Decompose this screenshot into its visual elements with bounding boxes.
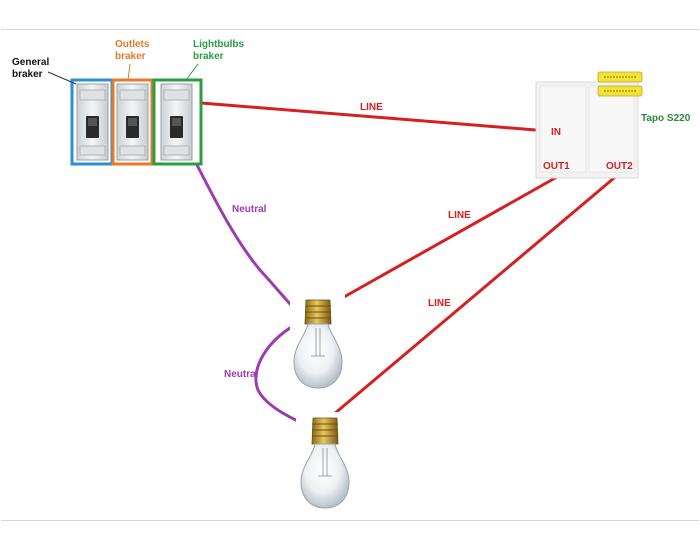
line-wire-main bbox=[200, 101, 549, 133]
outlets-breaker-pointer bbox=[127, 63, 131, 81]
lightbulbs-breaker-pointer bbox=[185, 63, 199, 81]
lightbulb-icon bbox=[290, 294, 345, 389]
switch-out2-label: OUT2 bbox=[606, 161, 633, 172]
switch-out1-label: OUT1 bbox=[543, 161, 570, 172]
general-breaker-pointer bbox=[47, 71, 77, 85]
lightbulbs-breaker-label: Lightbulbs braker bbox=[193, 39, 245, 62]
outlets-breaker-label: Outlets braker bbox=[115, 39, 150, 62]
neutral-wire-main bbox=[194, 162, 304, 319]
tapo-status-tag-bottom bbox=[597, 85, 643, 97]
switch-input-label: IN bbox=[551, 127, 561, 138]
outlets-breaker-box bbox=[111, 78, 154, 166]
circuit-breaker-icon bbox=[160, 83, 193, 161]
smart-switch-icon bbox=[535, 71, 643, 179]
general-breaker-label: General braker bbox=[12, 57, 50, 80]
neutral-wire-bridge bbox=[254, 319, 314, 430]
circuit-breaker-icon bbox=[76, 83, 109, 161]
line-wire-out1 bbox=[311, 171, 565, 317]
line-main-label: LINE bbox=[360, 102, 383, 113]
neutral-bridge-label: Neutral bbox=[224, 369, 259, 380]
neutral-main-label: Neutral bbox=[232, 204, 267, 215]
tapo-status-tag-top bbox=[597, 71, 643, 83]
diagram-frame bbox=[1, 29, 699, 521]
lightbulbs-breaker-box bbox=[152, 78, 203, 166]
line-out1-label: LINE bbox=[448, 210, 471, 221]
circuit-breaker-icon bbox=[116, 83, 149, 161]
line-out2-label: LINE bbox=[428, 298, 451, 309]
line-wire-out2 bbox=[320, 171, 621, 427]
tapo-switch-label: Tapo S220 bbox=[641, 113, 691, 124]
breaker-panel bbox=[47, 63, 203, 166]
lightbulb-icon bbox=[296, 412, 351, 509]
